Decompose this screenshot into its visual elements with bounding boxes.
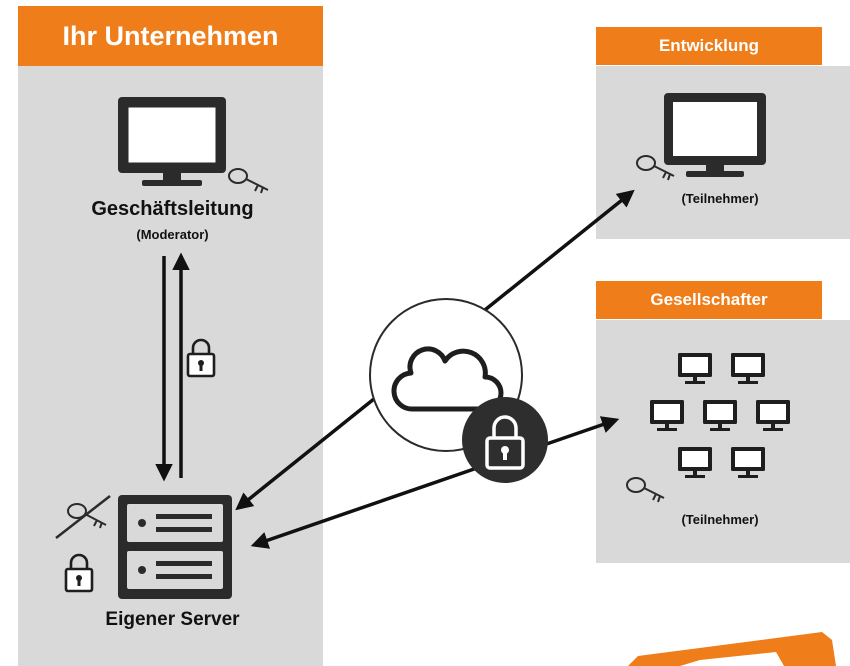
- key-icon: [626, 477, 665, 503]
- monitor-icon: [703, 400, 737, 431]
- server-label: Eigener Server: [105, 609, 240, 630]
- decorative-white-stripe: [680, 652, 784, 666]
- monitor-icon: [756, 400, 790, 431]
- decorative-orange-shape: [628, 632, 836, 666]
- monitor-icon: [650, 400, 684, 431]
- crossed-key-icon: [55, 495, 111, 539]
- monitor-icon: [731, 447, 765, 478]
- key-icon: [636, 155, 675, 181]
- lock-icon: [462, 397, 548, 483]
- monitor-icon: [678, 353, 712, 384]
- monitor-icon: [678, 447, 712, 478]
- lock-icon: [186, 338, 216, 378]
- management-label: Geschäftsleitung: [91, 198, 254, 220]
- server-icon: [118, 495, 232, 599]
- development-title: Entwicklung: [596, 27, 822, 65]
- company-title: Ihr Unternehmen: [18, 6, 323, 66]
- monitor-icon: [118, 97, 226, 186]
- monitor-icon: [731, 353, 765, 384]
- key-icon: [228, 168, 269, 194]
- management-role: (Moderator): [136, 227, 209, 242]
- shareholders-participant-label: (Teilnehmer): [681, 512, 759, 527]
- development-participant-label: (Teilnehmer): [681, 191, 759, 206]
- arrow-server-to-shareholders: [250, 416, 620, 549]
- shareholders-panel: [596, 320, 850, 563]
- monitor-icon: [664, 93, 766, 177]
- lock-icon: [64, 553, 94, 593]
